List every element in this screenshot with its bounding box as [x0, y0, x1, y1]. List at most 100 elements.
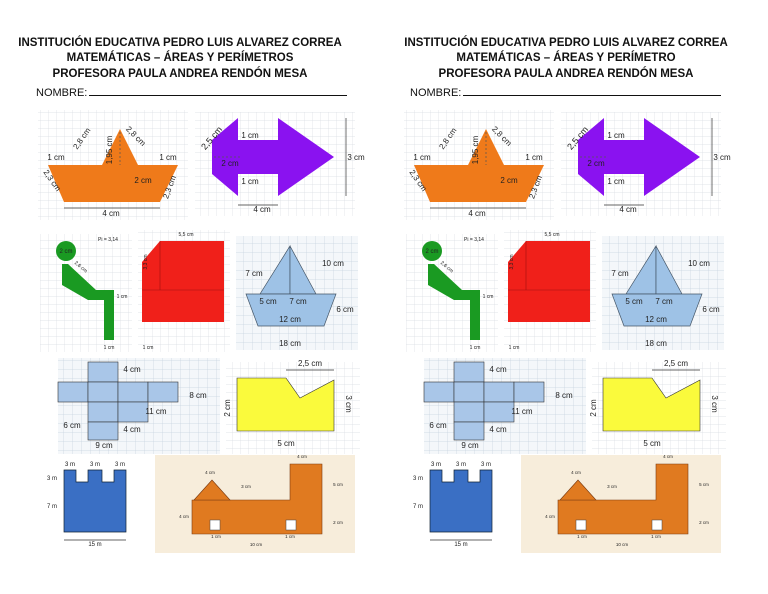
teacher-name: PROFESORA PAULA ANDREA RENDÓN MESA	[52, 68, 308, 80]
dimension-label: 5 cm	[333, 482, 343, 487]
dimension-label: 5,5 cm	[178, 232, 193, 238]
boat-hull	[611, 293, 703, 327]
dimension-label: 3,3 cm	[143, 254, 149, 269]
dimension-label: 3 cm	[713, 153, 731, 162]
school-name: INSTITUCIÓN EDUCATIVA PEDRO LUIS ALVAREZ…	[18, 37, 342, 49]
cross-face	[147, 381, 179, 403]
dimension-label: 7 m	[413, 504, 423, 510]
dimension-label: 5 cm	[277, 439, 295, 448]
dimension-label: 11 cm	[511, 407, 533, 416]
cross-face	[423, 381, 455, 403]
dimension-label: 4 cm	[297, 454, 307, 459]
dimension-label: 2 cm	[221, 159, 239, 168]
castle-shape	[63, 469, 127, 533]
dimension-label: 3 cm	[344, 395, 353, 413]
dimension-label: 1 cm	[285, 534, 295, 539]
dimension-label: 3 m	[47, 476, 57, 482]
dimension-label: 4 cm	[123, 365, 141, 374]
dimension-label: 4 cm	[179, 514, 189, 519]
dimension-label: 3 m	[65, 462, 75, 468]
dimension-label: 3 m	[413, 476, 423, 482]
dimension-label: 1 cm	[117, 294, 128, 300]
dimension-label: 6 cm	[429, 421, 447, 430]
boat-hull	[245, 293, 337, 327]
dimension-label: 10 cm	[250, 542, 263, 547]
person-body	[428, 264, 480, 340]
dimension-label: 7 cm	[611, 269, 629, 278]
name-field[interactable]: NOMBRE:	[410, 86, 722, 99]
cross-face	[513, 381, 545, 403]
cross-face	[87, 381, 119, 403]
dimension-label: 4 cm	[489, 365, 507, 374]
dimension-label: 1 cm	[241, 177, 259, 186]
dimension-label: 4 cm	[205, 470, 215, 475]
dimension-label: 1 cm	[651, 534, 661, 539]
dimension-label: 4 cm	[545, 514, 555, 519]
cross-face	[483, 381, 515, 403]
dimension-label: 15 m	[454, 542, 467, 548]
dimension-label: 2 cm	[500, 176, 518, 185]
dimension-label: 2,5 cm	[664, 359, 688, 368]
dimension-label: 4 cm	[468, 209, 486, 218]
dimension-label: 8 cm	[555, 391, 573, 400]
dimension-label: 6 cm	[702, 305, 720, 314]
dimension-label: 2 cm	[134, 176, 152, 185]
teacher-name: PROFESORA PAULA ANDREA RENDÓN MESA	[438, 68, 694, 80]
dimension-label: 2 cm	[699, 520, 709, 525]
cross-face	[87, 361, 119, 383]
dimension-label: 5 cm	[699, 482, 709, 487]
dimension-label: 6 cm	[63, 421, 81, 430]
dimension-label: 1 cm	[104, 345, 115, 351]
dimension-label: 1 cm	[577, 534, 587, 539]
subject-title: MATEMÁTICAS – ÁREAS Y PERÍMETRO	[456, 52, 676, 64]
dimension-label: 7 cm	[655, 297, 673, 306]
name-field[interactable]: NOMBRE:	[36, 86, 348, 99]
pentagon-shape	[414, 129, 544, 202]
yellow-shape	[236, 377, 335, 432]
dimension-label: 1 cm	[143, 345, 154, 351]
dimension-label: 1 cm	[509, 345, 520, 351]
name-line[interactable]	[463, 86, 722, 96]
dimension-label: 3 m	[115, 462, 125, 468]
dimension-label: 2,5 cm	[298, 359, 322, 368]
cross-face	[453, 361, 485, 383]
house-roof	[193, 479, 231, 501]
worksheet-left: INSTITUCIÓN EDUCATIVA PEDRO LUIS ALVAREZ…	[18, 37, 348, 99]
dimension-label: 3 m	[431, 462, 441, 468]
person-head	[422, 241, 442, 261]
dimension-label: 7 m	[47, 504, 57, 510]
dimension-label: 5 cm	[643, 439, 661, 448]
dimension-label: 15 m	[88, 542, 101, 548]
subject-title: MATEMÁTICAS – ÁREAS Y PERÍMETROS	[66, 52, 294, 64]
house-shape	[557, 463, 689, 535]
cross-face	[87, 421, 119, 441]
worksheet-right: INSTITUCIÓN EDUCATIVA PEDRO LUIS ALVAREZ…	[366, 0, 750, 594]
name-line[interactable]	[89, 86, 348, 96]
dimension-label: 9 cm	[95, 441, 113, 450]
school-name: INSTITUCIÓN EDUCATIVA PEDRO LUIS ALVAREZ…	[404, 37, 728, 49]
dimension-label: 3,3 cm	[509, 254, 515, 269]
dimension-label: 10 cm	[688, 259, 710, 268]
dimension-label: 10 cm	[616, 542, 629, 547]
dimension-label: 8 cm	[189, 391, 207, 400]
dimension-label: 3 cm	[607, 484, 617, 489]
dimension-label: Pi = 3,14	[98, 237, 118, 243]
dimension-label: 1 cm	[47, 153, 65, 162]
name-label: NOMBRE:	[36, 87, 88, 99]
dimension-label: 2 cm	[587, 159, 605, 168]
dimension-label: 9 cm	[461, 441, 479, 450]
window	[575, 519, 587, 531]
dimension-label: 1 cm	[470, 345, 481, 351]
dimension-label: 6 cm	[336, 305, 354, 314]
dimension-label: 1 cm	[525, 153, 543, 162]
dimension-label: 4 cm	[489, 425, 507, 434]
dimension-label: 2 cm	[333, 520, 343, 525]
dimension-label: 1,95 cm	[105, 135, 114, 164]
window	[651, 519, 663, 531]
dimension-label: 4 cm	[571, 470, 581, 475]
dimension-label: 1 cm	[483, 294, 494, 300]
name-label: NOMBRE:	[410, 87, 462, 99]
dimension-label: 1 cm	[241, 131, 259, 140]
